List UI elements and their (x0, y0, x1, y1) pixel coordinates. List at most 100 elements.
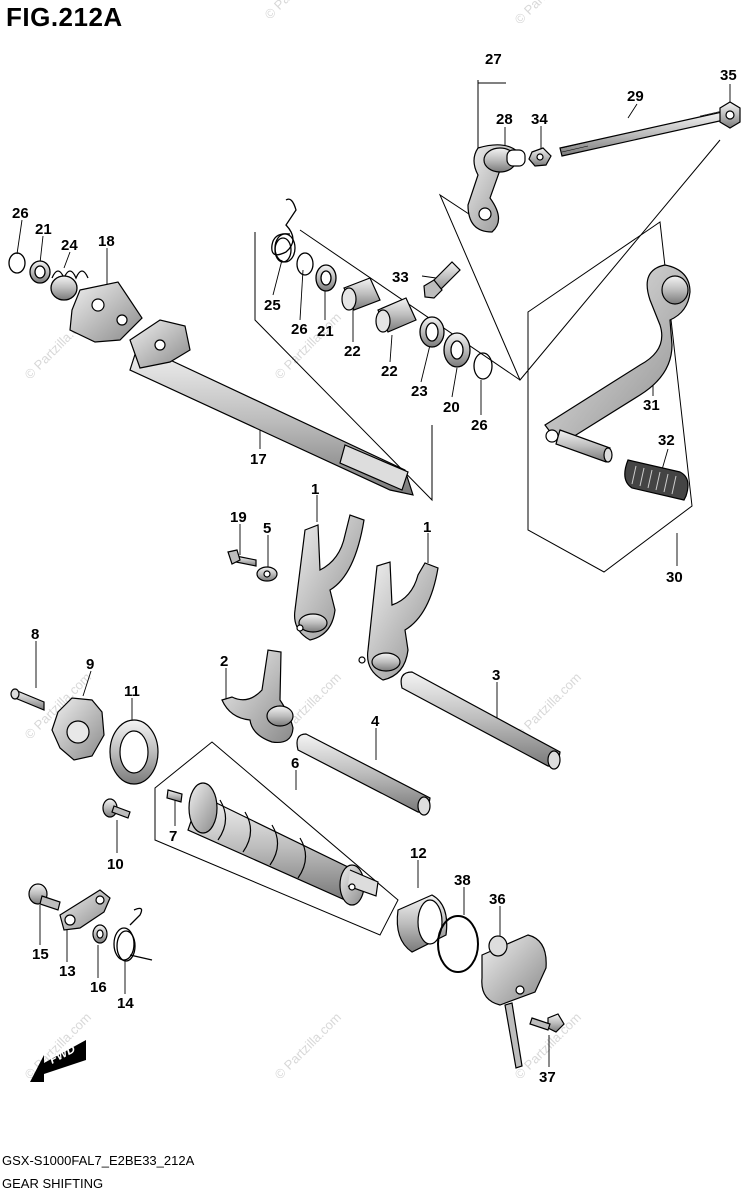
callout-label: 26 (291, 321, 308, 338)
gearshift-plate (69, 281, 143, 343)
footrest-bolt (555, 429, 613, 463)
figure-title: FIG.212A (6, 2, 123, 32)
callout-label: 21 (35, 221, 52, 238)
callout-label: 16 (90, 979, 107, 996)
gearshift-lever (544, 264, 691, 446)
gearshift-shaft (129, 319, 414, 496)
stopper-bolt (28, 883, 61, 911)
rod-end-nut (719, 101, 741, 129)
shaft-group-outline (254, 232, 433, 502)
watermark: © Partzilla.com (512, 0, 585, 27)
model-code: GSX-S1000FAL7_E2BE33_212A (2, 1153, 195, 1168)
callout-label: 24 (61, 237, 78, 254)
callout-labels: 1 1 2 3 4 5 6 7 8 9 10 11 12 13 14 15 16… (12, 51, 737, 1086)
needle-bearing (396, 894, 448, 953)
gearshift-fork (221, 649, 294, 744)
callout-label: 21 (317, 323, 334, 340)
callout-label: 2 (220, 653, 228, 670)
callout-label: 8 (31, 626, 39, 643)
stopper-bolt (102, 798, 131, 819)
callout-label: 15 (32, 946, 49, 963)
callout-label: 27 (485, 51, 502, 68)
oil-seal (419, 316, 445, 348)
washer (443, 332, 471, 368)
callout-label: 1 (311, 481, 319, 498)
callout-label: 18 (98, 233, 115, 250)
gearshift-arm-bushing (506, 149, 526, 167)
cam-stopper-plate (51, 697, 105, 761)
bearing (109, 719, 159, 785)
leader-lines (16, 82, 731, 1067)
callout-label: 17 (250, 451, 267, 468)
callout-label: 12 (410, 845, 427, 862)
callout-label: 5 (263, 520, 271, 537)
watermark: © Partzilla.com (272, 310, 345, 383)
callout-label: 37 (539, 1069, 556, 1086)
callout-label: 11 (124, 683, 140, 700)
sensor-bolt (529, 1013, 565, 1033)
gearshift-fork (293, 514, 365, 641)
callout-label: 14 (117, 995, 134, 1012)
watermark: © Partzilla.com (272, 1010, 345, 1083)
callout-label: 31 (643, 397, 660, 414)
gearshift-arm (467, 144, 519, 233)
callout-label: 25 (264, 297, 281, 314)
callout-label: 36 (489, 891, 506, 908)
callout-label: 13 (59, 963, 76, 980)
callout-label: 26 (471, 417, 488, 434)
callout-label: 33 (392, 269, 409, 286)
callout-label: 7 (169, 828, 177, 845)
callout-label: 1 (423, 519, 431, 536)
callout-label: 28 (496, 111, 513, 128)
o-ring (437, 915, 479, 973)
circlip (296, 252, 314, 276)
group-outlines (154, 80, 721, 936)
callout-label: 35 (720, 67, 737, 84)
gearshift-fork (358, 561, 439, 681)
cam-pin (166, 789, 183, 803)
circlip (8, 252, 26, 274)
lock-nut (528, 147, 552, 167)
watermark: © Partzilla.com (262, 0, 335, 22)
gearshift-link-rod (559, 110, 725, 157)
return-spring (271, 198, 297, 263)
fork-shaft (296, 733, 431, 816)
callout-label: 23 (411, 383, 428, 400)
stopper-spring (113, 907, 153, 962)
washer (29, 260, 51, 284)
callout-label: 6 (291, 755, 299, 772)
callout-label: 10 (107, 856, 124, 873)
callout-label: 19 (230, 509, 247, 526)
callout-label: 3 (492, 667, 500, 684)
fork-shaft (400, 671, 561, 770)
callout-label: 34 (531, 111, 548, 128)
callout-label: 20 (443, 399, 460, 416)
gearshift-cam (187, 782, 379, 906)
arm-bolt (423, 261, 461, 299)
pedal-group-outline (527, 221, 693, 573)
fork-bolt (227, 549, 257, 567)
callout-label: 26 (12, 205, 29, 222)
spring (50, 270, 89, 301)
washer (315, 264, 337, 292)
washer (92, 924, 108, 944)
circlip (473, 352, 493, 380)
callout-label: 9 (86, 656, 94, 673)
fork-stopper (256, 566, 278, 582)
callout-label: 38 (454, 872, 471, 889)
callout-label: 22 (344, 343, 361, 360)
bushing (341, 277, 381, 311)
section-name: GEAR SHIFTING (2, 1176, 104, 1191)
bushing (375, 297, 417, 333)
callout-label: 4 (371, 713, 380, 730)
cam-stopper-pin (10, 688, 45, 711)
callout-label: 29 (627, 88, 644, 105)
drum-group-outline (154, 741, 399, 936)
callout-label: 32 (658, 432, 675, 449)
gear-position-sensor (481, 934, 547, 1069)
cam-stopper (59, 889, 111, 931)
callout-label: 30 (666, 569, 683, 586)
callout-label: 22 (381, 363, 398, 380)
